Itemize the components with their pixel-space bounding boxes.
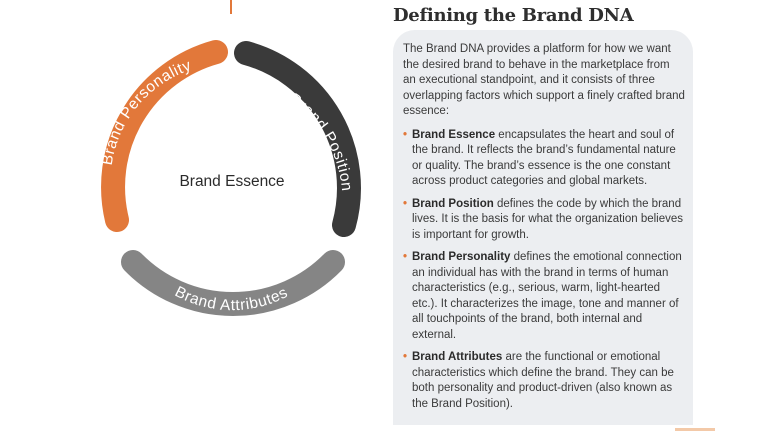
bullet-text: defines the code by which the brand live… bbox=[412, 197, 684, 241]
bullet-brand-position: • Brand Position defines the code by whic… bbox=[403, 197, 685, 244]
bullet-term: Brand Personality bbox=[412, 251, 511, 263]
brand-dna-diagram: Brand Personality Brand Position Brand A… bbox=[101, 40, 361, 316]
bullet-dot: • bbox=[403, 197, 408, 210]
bullet-term: Brand Essence bbox=[412, 128, 496, 141]
bullet-text: are the functional or emotional characte… bbox=[412, 351, 674, 410]
bullet-dot: • bbox=[403, 128, 408, 141]
bullet-brand-personality: • Brand Personality defines the emotional… bbox=[403, 250, 685, 343]
bullet-text: encapsulates the heart and soul of the b… bbox=[412, 128, 676, 188]
connector-line bbox=[230, 0, 232, 14]
bullet-text: defines the emotional connection an indi… bbox=[412, 251, 682, 341]
brand-essence-center-label: Brand Essence bbox=[179, 173, 284, 190]
bullet-term: Brand Position bbox=[412, 197, 494, 210]
description-panel bbox=[393, 30, 693, 425]
brand-position-segment bbox=[234, 41, 361, 237]
corner-accent bbox=[675, 428, 715, 431]
bullet-brand-essence: • Brand Essence encapsulates the heart an… bbox=[403, 128, 685, 190]
intro-paragraph: The Brand DNA provides a platform for ho… bbox=[403, 43, 685, 117]
description-text: The Brand DNA provides a platform for ho… bbox=[403, 42, 685, 419]
bullet-brand-attributes: • Brand Attributes are the functional or … bbox=[403, 350, 685, 412]
bullet-dot: • bbox=[403, 251, 408, 263]
brand-personality-segment bbox=[101, 40, 228, 232]
bullet-dot: • bbox=[403, 351, 408, 363]
page-title: Defining the Brand DNA bbox=[393, 5, 634, 26]
bullet-term: Brand Attributes bbox=[412, 351, 503, 363]
brand-attributes-segment bbox=[121, 250, 345, 316]
